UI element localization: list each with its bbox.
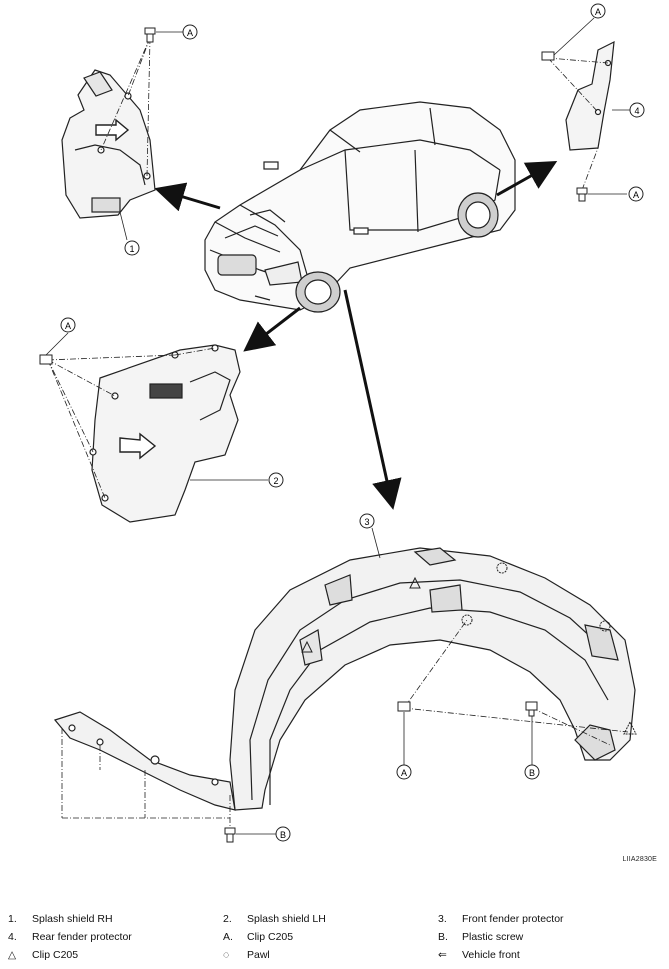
legend-key: 4.	[8, 931, 17, 943]
svg-text:A: A	[633, 190, 639, 200]
legend-text: Clip C205	[32, 949, 79, 961]
clip-icon	[39, 354, 53, 365]
rear-fender-protector	[565, 40, 615, 151]
svg-text:A: A	[401, 768, 407, 778]
svg-text:3: 3	[364, 517, 369, 527]
legend-item: A. Clip C205	[223, 931, 438, 943]
legend-item: △ Clip C205	[8, 949, 223, 961]
callout-b-part3: B	[524, 764, 540, 780]
svg-text:2: 2	[273, 476, 278, 486]
splash-shield-rh	[61, 69, 156, 219]
clip-symbol-icon: △	[8, 949, 17, 961]
front-fender-protector	[229, 547, 636, 811]
legend-key: 1.	[8, 913, 17, 925]
clip-lines-2	[47, 347, 216, 499]
exploded-diagram: 1 A A 4 A A 2 3 A B B	[39, 3, 645, 843]
legend-item: ⇐ Vehicle front	[438, 949, 653, 961]
clip-symbols	[301, 562, 637, 735]
callout-a-part4-bottom: A	[628, 186, 644, 202]
legend-row: 1. Splash shield RH 2. Splash shield LH 3.…	[8, 910, 658, 928]
legend-row: 4. Rear fender protector A. Clip C205 B. Pl…	[8, 928, 658, 946]
svg-text:A: A	[65, 321, 71, 331]
legend-text: Front fender protector	[462, 913, 564, 925]
vehicle-illustration	[204, 101, 516, 313]
pawl-symbol-icon: ◌	[223, 949, 230, 961]
svg-text:A: A	[595, 7, 601, 17]
legend-item: 1. Splash shield RH	[8, 913, 223, 925]
callout-a-part2: A	[60, 317, 76, 333]
clip-icon	[224, 701, 538, 843]
legend-key: 2.	[223, 913, 232, 925]
clip-icon	[541, 51, 588, 202]
clip-lines-4	[547, 57, 609, 191]
legend-text: Vehicle front	[462, 949, 520, 961]
legend-text: Pawl	[247, 949, 270, 961]
pointer-arrows	[154, 161, 558, 510]
legend-item: 2. Splash shield LH	[223, 913, 438, 925]
legend-text: Rear fender protector	[32, 931, 132, 943]
vehicle-front-arrow-icon: ⇐	[438, 949, 447, 961]
legend: 1. Splash shield RH 2. Splash shield LH 3.…	[8, 910, 658, 964]
svg-text:B: B	[280, 830, 286, 840]
figure-code: LIIA2830E	[622, 856, 657, 863]
legend-key: B.	[438, 931, 448, 943]
legend-item: 3. Front fender protector	[438, 913, 653, 925]
legend-text: Clip C205	[247, 931, 294, 943]
legend-key: 3.	[438, 913, 447, 925]
legend-text: Splash shield LH	[247, 913, 326, 925]
legend-item: ◌ Pawl	[223, 949, 438, 961]
callout-a-part1: A	[182, 24, 198, 40]
callout-b-flap: B	[275, 826, 291, 842]
legend-text: Splash shield RH	[32, 913, 113, 925]
legend-item: 4. Rear fender protector	[8, 931, 223, 943]
callout-1: 1	[124, 240, 140, 256]
legend-item: B. Plastic screw	[438, 931, 653, 943]
callout-2: 2	[268, 472, 284, 488]
legend-text: Plastic screw	[462, 931, 524, 943]
callout-3: 3	[359, 513, 375, 529]
legend-row: △ Clip C205 ◌ Pawl ⇐ Vehicle front	[8, 946, 658, 964]
screw-icon	[144, 27, 156, 43]
svg-text:4: 4	[634, 106, 639, 116]
callout-4: 4	[629, 102, 645, 118]
clip-lines-3	[61, 619, 629, 830]
svg-text:1: 1	[129, 244, 134, 254]
splash-shield-lh	[89, 344, 241, 523]
callout-a-part3: A	[396, 764, 412, 780]
svg-text:B: B	[529, 768, 535, 778]
clip-lines-1	[100, 37, 151, 177]
svg-text:A: A	[187, 28, 193, 38]
legend-key: A.	[223, 931, 233, 943]
callout-a-part4-top: A	[590, 3, 606, 19]
